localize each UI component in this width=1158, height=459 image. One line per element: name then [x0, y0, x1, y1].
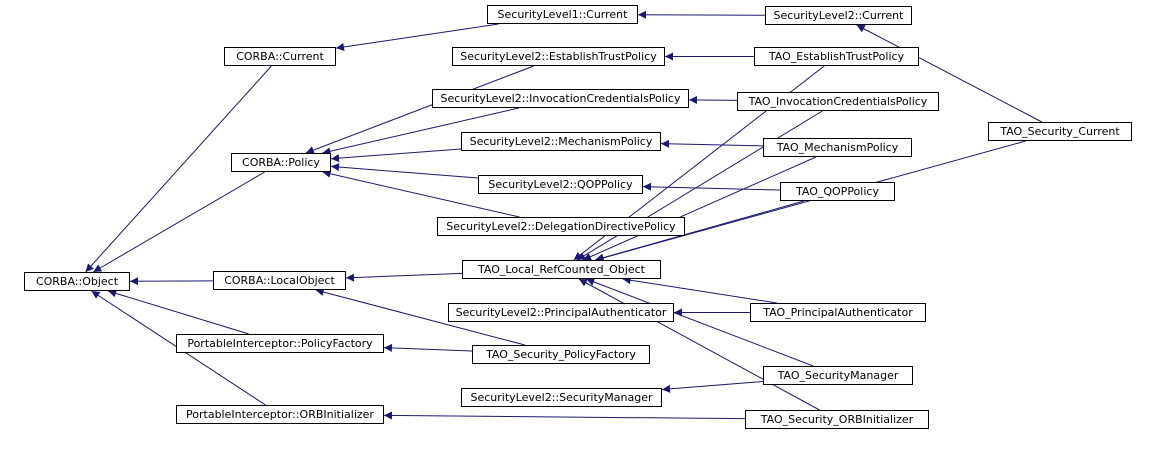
node-tao-security-current[interactable]: TAO_Security_Current	[988, 122, 1132, 141]
edge-pi_policyfactory-to-corba_object	[107, 289, 250, 335]
edge-sl2_mechanism-to-corba_policy	[330, 148, 462, 163]
edge-sl2_invocationcreds-to-corba_policy	[322, 107, 520, 156]
edge-tao_securitymanager-to-tao_local_refcounted	[586, 278, 814, 367]
node-portableinterceptor-policyfactory[interactable]: PortableInterceptor::PolicyFactory	[176, 334, 384, 353]
node-securitylevel2-mechanismpolicy[interactable]: SecurityLevel2::MechanismPolicy	[461, 132, 661, 151]
node-corba-object[interactable]: CORBA::Object	[24, 272, 130, 291]
edge-tao_qop-to-sl2_qop	[642, 182, 781, 191]
edge-sl1_current-to-corba_current	[335, 23, 499, 51]
node-tao-securitymanager[interactable]: TAO_SecurityManager	[763, 366, 913, 385]
edge-corba_policy-to-corba_object	[93, 171, 265, 273]
node-securitylevel1-current[interactable]: SecurityLevel1::Current	[487, 5, 638, 24]
node-portableinterceptor-orbinitializer[interactable]: PortableInterceptor::ORBInitializer	[176, 405, 384, 424]
node-tao-qoppolicy[interactable]: TAO_QOPPolicy	[780, 182, 895, 201]
edge-tao_invocationcreds-to-sl2_invocationcreds	[688, 95, 738, 104]
edge-tao_mechanism-to-sl2_mechanism	[660, 139, 764, 148]
edge-sl2_qop-to-corba_policy	[330, 163, 479, 179]
edge-corba_current-to-corba_object	[85, 65, 272, 273]
edge-sl2_establishtrust-to-corba_policy	[305, 65, 534, 154]
node-corba-localobject[interactable]: CORBA::LocalObject	[213, 271, 346, 290]
edge-tao_security_orbinitializer-to-tao_local_refcounted	[578, 278, 820, 411]
edge-tao_mechanism-to-tao_local_refcounted	[582, 156, 817, 261]
edge-tao_securitymanager-to-sl2_securitymanager	[661, 380, 764, 393]
node-tao-invocationcredentialspolicy[interactable]: TAO_InvocationCredentialsPolicy	[737, 92, 939, 111]
node-corba-current[interactable]: CORBA::Current	[224, 47, 336, 66]
node-securitylevel2-securitymanager[interactable]: SecurityLevel2::SecurityManager	[461, 388, 662, 407]
edge-tao_principalauth-to-tao_local_refcounted	[622, 276, 777, 304]
node-tao-principalauthenticator[interactable]: TAO_PrincipalAuthenticator	[750, 303, 926, 322]
node-tao-security-orbinitializer[interactable]: TAO_Security_ORBInitializer	[745, 410, 929, 429]
edge-tao_security_policyfactory-to-pi_policyfactory	[383, 343, 473, 352]
node-corba-policy[interactable]: CORBA::Policy	[231, 153, 331, 172]
node-tao-establishtrustpolicy[interactable]: TAO_EstablishTrustPolicy	[754, 47, 919, 66]
node-tao-local-refcounted-object[interactable]: TAO_Local_RefCounted_Object	[462, 260, 661, 279]
node-securitylevel2-current[interactable]: SecurityLevel2::Current	[765, 6, 912, 25]
edge-sl2_delegation-to-corba_policy	[322, 169, 520, 218]
edge-tao_security_orbinitializer-to-pi_orbinitializer	[383, 411, 746, 420]
node-securitylevel2-establishtrustpolicy[interactable]: SecurityLevel2::EstablishTrustPolicy	[452, 47, 665, 66]
edge-tao_local_refcounted-to-corba_localobject	[345, 272, 463, 282]
edge-tao_security_policyfactory-to-corba_localobject	[315, 288, 525, 346]
node-securitylevel2-qoppolicy[interactable]: SecurityLevel2::QOPPolicy	[478, 175, 643, 194]
node-tao-security-policyfactory[interactable]: TAO_Security_PolicyFactory	[472, 345, 650, 364]
node-securitylevel2-invocationcredentialspolicy[interactable]: SecurityLevel2::InvocationCredentialsPol…	[432, 89, 689, 108]
node-securitylevel2-principalauthenticator[interactable]: SecurityLevel2::PrincipalAuthenticator	[448, 303, 674, 322]
node-tao-mechanismpolicy[interactable]: TAO_MechanismPolicy	[763, 138, 912, 157]
node-securitylevel2-delegationdirectivepolicy[interactable]: SecurityLevel2::DelegationDirectivePolic…	[437, 217, 685, 236]
edge-tao_security_current-to-sl2_current	[856, 24, 1043, 123]
